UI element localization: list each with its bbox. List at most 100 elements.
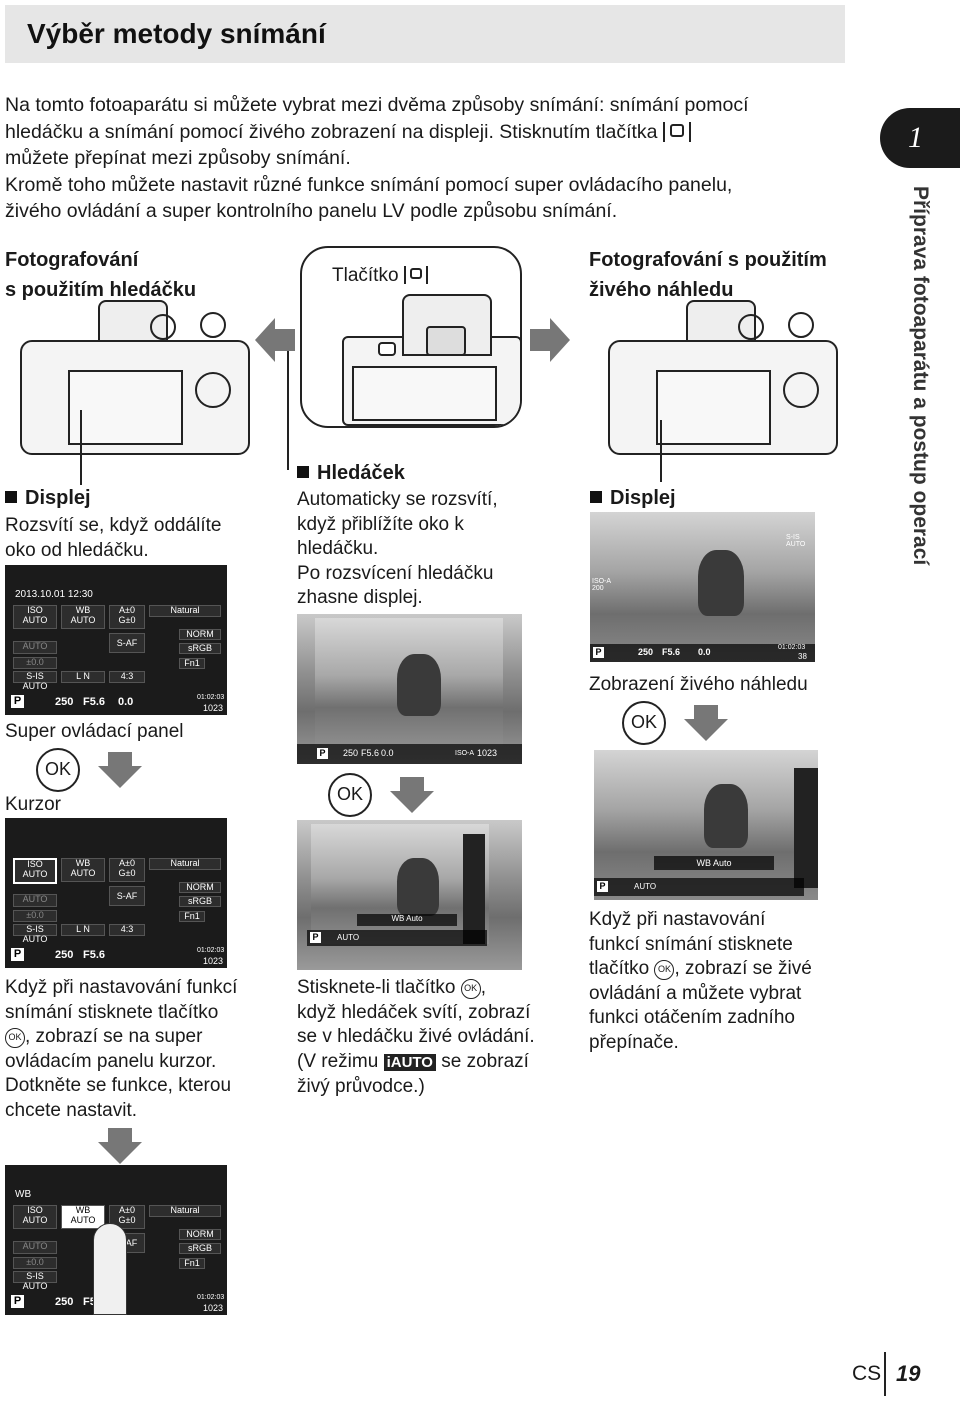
panel-picture-mode[interactable]: Natural (149, 1205, 221, 1217)
panel-flash-comp[interactable]: ±0.0 (13, 1257, 57, 1269)
left-paragraph: Když při nastavování funkcí snímání stis… (5, 976, 237, 1123)
chapter-title: Příprava fotoaparátu a postup operací (909, 186, 932, 566)
desc-line: když přiblížíte oko k (297, 513, 464, 535)
bullet-icon (590, 491, 602, 503)
ok-button-icon: OK (5, 1028, 25, 1048)
para-line: ovládacím panelu kurzor. (5, 1050, 217, 1072)
para-line: ovládání a můžete vybrat (589, 982, 802, 1004)
intro-line: hledáčku a snímání pomocí živého zobraze… (5, 119, 845, 146)
panel-flash-comp[interactable]: ±0.0 (13, 657, 57, 669)
intro-line: Kromě toho můžete nastavit různé funkce … (5, 173, 733, 196)
panel-stabilizer[interactable]: S-IS AUTO (13, 1271, 57, 1291)
desc-line: zhasne displej. (297, 587, 423, 608)
panel-quality[interactable]: NORM (179, 1229, 221, 1240)
panel-aspect[interactable]: 4:3 (109, 924, 145, 936)
center-vf-desc: Automaticky se rozsvítí, když přiblížíte… (297, 488, 498, 611)
camera-back-illustration (20, 300, 255, 460)
panel-flash[interactable]: AUTO (13, 641, 57, 654)
para-line: OK, zobrazí se na super (5, 1025, 237, 1050)
kurzor-label: Kurzor (5, 794, 61, 815)
panel-image-size[interactable]: L N (61, 924, 105, 936)
lv-info-bar: P 250 F5.6 0.0 01:02:03 38 (590, 644, 815, 662)
panel-stabilizer[interactable]: S-IS AUTO (13, 671, 57, 691)
panel-time: 01:02:03 (197, 694, 225, 701)
panel-af-mode[interactable]: S-AF (109, 633, 145, 653)
panel-quality[interactable]: NORM (179, 629, 221, 640)
live-control-options[interactable]: P AUTO (307, 930, 487, 946)
panel-colorspace[interactable]: sRGB (179, 1243, 221, 1254)
camera-screen (68, 370, 183, 445)
panel-image-size[interactable]: L N (61, 671, 105, 683)
chapter-number: 1 (908, 121, 923, 154)
panel-fn1[interactable]: Fn1 (179, 911, 205, 922)
panel-mode: P (11, 695, 24, 708)
panel-flash[interactable]: AUTO (13, 1241, 57, 1254)
para-line: živý průvodce.) (297, 1076, 425, 1097)
panel-colorspace[interactable]: sRGB (179, 643, 221, 654)
panel-aspect[interactable]: 4:3 (109, 671, 145, 683)
desc-line: oko od hledáčku. (5, 539, 149, 561)
panel-shots: 1023 (203, 703, 224, 713)
panel-fn1[interactable]: Fn1 (179, 1258, 205, 1269)
left-display-desc: Rozsvítí se, když oddálíte oko od hledáč… (5, 514, 222, 563)
intro-paragraph: Na tomto fotoaparátu si můžete vybrat me… (5, 92, 845, 225)
finger-icon (93, 1223, 127, 1315)
panel-aperture: F5.6 (83, 696, 106, 708)
arrow-down-icon (390, 777, 434, 818)
lv-stabilizer: S-IS AUTO (786, 534, 806, 548)
live-control-menu[interactable] (794, 768, 818, 888)
panel-time: 01:02:03 (197, 947, 225, 954)
panel-picture-mode[interactable]: Natural (149, 858, 221, 870)
panel-flash-comp[interactable]: ±0.0 (13, 910, 57, 922)
button-callout: Tlačítko (300, 246, 522, 428)
footer-divider (884, 1352, 886, 1396)
intro-line: můžete přepínat mezi způsoby snímání. (5, 147, 351, 169)
live-control-wb-label: WB Auto (357, 914, 457, 926)
person-figure (397, 858, 439, 916)
iauto-badge: iAUTO (383, 1053, 436, 1071)
panel-quality[interactable]: NORM (179, 882, 221, 893)
panel-picture-mode[interactable]: Natural (149, 605, 221, 617)
para-line: (V režimu iAUTO se zobrazí (297, 1050, 529, 1072)
ok-button-icon: OK (36, 748, 80, 792)
arrow-down-icon (98, 752, 142, 793)
panel-colorspace[interactable]: sRGB (179, 896, 221, 907)
para-line: chcete nastavit. (5, 1099, 138, 1121)
panel-shutter: 250 (55, 1296, 74, 1308)
panel-mode: P (11, 948, 24, 961)
lv-button-closeup (378, 342, 396, 356)
bullet-icon (297, 466, 309, 478)
lv-button-icon (403, 266, 428, 284)
live-control-options[interactable]: P AUTO (594, 878, 804, 896)
left-heading-line2: s použitím hledáčku (5, 279, 197, 301)
knob-icon (738, 314, 764, 340)
panel-flash[interactable]: AUTO (13, 894, 57, 907)
right-heading: Fotografování s použitím živého náhledu (589, 245, 827, 305)
para-line: funkcí snímání stisknete (589, 933, 793, 955)
panel-stabilizer[interactable]: S-IS AUTO (13, 924, 57, 944)
camera-back-illustration (608, 300, 843, 460)
person-figure (397, 654, 441, 716)
live-control-menu[interactable] (463, 834, 485, 944)
center-vf-title: Hledáček (297, 462, 405, 485)
button-callout-label: Tlačítko (332, 264, 428, 289)
person-figure (698, 550, 744, 616)
knob-icon (200, 312, 226, 338)
panel-fn1[interactable]: Fn1 (179, 658, 205, 669)
right-heading-line2: živého náhledu (589, 279, 734, 301)
knob-icon (150, 314, 176, 340)
lv-caption: Zobrazení živého náhledu (589, 674, 808, 695)
eyecup (426, 326, 466, 356)
panel-af-mode[interactable]: S-AF (109, 886, 145, 906)
